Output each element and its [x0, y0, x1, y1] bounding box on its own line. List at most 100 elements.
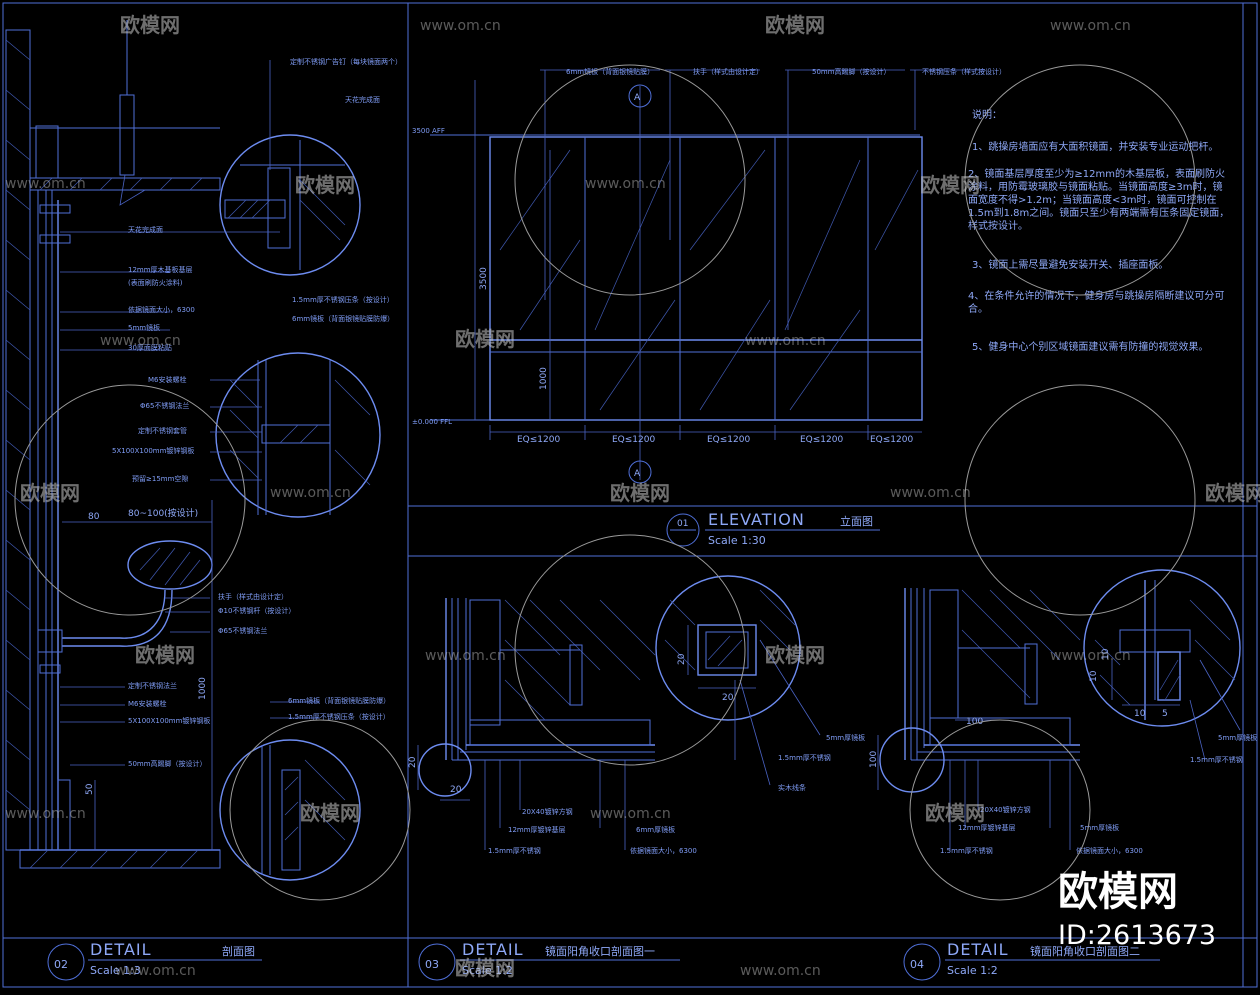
- elev-callout-2: 扶手（样式由设计定）: [693, 67, 763, 76]
- callout-02-17: Φ10不锈钢杆（按设计）: [218, 606, 295, 615]
- elevation-number: 01: [677, 519, 688, 529]
- callout-02-13: 预留≥15mm空隙: [132, 474, 188, 483]
- wm-url-12: www.om.cn: [590, 806, 671, 822]
- callout-02-19: 定制不锈钢法兰: [128, 681, 177, 690]
- bay-2: EQ≤1200: [612, 435, 655, 445]
- bay-5: EQ≤1200: [870, 435, 913, 445]
- detail-02-cn-title: 剖面图: [222, 944, 255, 958]
- callout-03-8: 依据镜面大小，6300: [630, 846, 697, 855]
- callout-02-4: 12mm厚木基板基层: [128, 265, 193, 274]
- wm-url-7: www.om.cn: [270, 485, 351, 501]
- wm-url-3: www.om.cn: [5, 176, 86, 192]
- callout-04-3: 20X40镀锌方钢: [980, 805, 1031, 814]
- wm-url-14: www.om.cn: [740, 963, 821, 979]
- detail-02-title: DETAIL: [90, 940, 152, 959]
- callout-04-5: 5mm厚镜板: [1080, 823, 1119, 832]
- dim-04-4: 5: [1162, 709, 1168, 719]
- dim-02-80-100: 80~100(按设计): [128, 507, 198, 519]
- dim-03-3: 20: [408, 756, 418, 768]
- callout-02-23: 6mm镜板（背面银镜贴膜防爆）: [288, 696, 390, 705]
- wm-url-13: www.om.cn: [115, 963, 196, 979]
- detail-04-title-block: 04 DETAIL 镜面阳角收口剖面图二 Scale 1:2: [903, 940, 1160, 981]
- wm-brand-9: 欧模网: [135, 643, 195, 667]
- callout-02-10: Φ65不锈钢法兰: [140, 401, 189, 410]
- bay-3: EQ≤1200: [707, 435, 750, 445]
- level-bottom: ±0.000 FFL: [412, 418, 452, 426]
- detail-02-number: 02: [54, 958, 68, 971]
- detail-03-title: DETAIL: [462, 940, 524, 959]
- callout-03-7: 1.5mm厚不锈钢: [488, 846, 541, 855]
- wm-brand-11: 欧模网: [300, 801, 360, 825]
- callout-02-2: 天花完成面: [345, 95, 380, 104]
- detail-04-number: 04: [910, 958, 924, 971]
- detail-04-scale: Scale 1:2: [947, 964, 998, 977]
- elevation-labels: 6mm镜板（背面银镜贴膜） 扶手（样式由设计定） 50mm高踢脚（按设计） 不锈…: [412, 67, 1006, 479]
- wm-url-8: www.om.cn: [890, 485, 971, 501]
- section-mark-top: A: [634, 93, 641, 103]
- dim-03-2: 20: [722, 693, 734, 703]
- callout-03-2: 1.5mm厚不锈钢: [778, 753, 831, 762]
- wm-brand-10: 欧模网: [765, 643, 825, 667]
- dim-02-50: 50: [85, 783, 95, 795]
- detail-03-number: 03: [425, 958, 439, 971]
- elev-callout-3: 50mm高踢脚（按设计）: [812, 67, 891, 76]
- note-2: 2、镜面基层厚度至少为≥12mm的木基层板，表面刷防火涂料，用防霉玻璃胶与镜面粘…: [968, 169, 1230, 232]
- wm-brand-6: 欧模网: [20, 481, 80, 505]
- callout-02-7: 5mm镜板: [128, 323, 160, 332]
- dim-02-80: 80: [88, 512, 100, 522]
- callout-02-6: 依据镜面大小，6300: [128, 305, 195, 314]
- wm-url-11: www.om.cn: [5, 806, 86, 822]
- callout-02-20: M6安装螺栓: [128, 699, 167, 708]
- note-4: 4、在条件允许的情况下，健身房与跳操房隔断建议可分可合。: [968, 291, 1225, 315]
- dim-04-2: 10: [1101, 648, 1111, 660]
- wm-url-6: www.om.cn: [745, 333, 826, 349]
- elev-callout-1: 6mm镜板（背面银镜贴膜）: [566, 67, 654, 76]
- bay-1: EQ≤1200: [517, 435, 560, 445]
- callout-03-3: 实木线条: [778, 783, 806, 792]
- callout-02-3: 天花完成面: [128, 225, 163, 234]
- wm-url-10: www.om.cn: [1050, 648, 1131, 664]
- wm-brand-12: 欧模网: [925, 801, 985, 825]
- elevation-cn-title: 立面图: [840, 514, 873, 528]
- callout-04-6: 1.5mm厚不锈钢: [940, 846, 993, 855]
- callout-02-8: 30厚面膜粘贴: [128, 343, 172, 352]
- dim-02-1000: 1000: [198, 677, 208, 700]
- wm-brand-4: 欧模网: [920, 173, 980, 197]
- dim-04-5: 100: [869, 751, 879, 768]
- callout-03-4: 20X40镀锌方钢: [522, 807, 573, 816]
- callout-04-7: 依据镜面大小，6300: [1076, 846, 1143, 855]
- wm-url-1: www.om.cn: [420, 18, 501, 34]
- wm-brand-3: 欧模网: [295, 173, 355, 197]
- callout-02-24: 1.5mm厚不锈钢压条（按设计）: [288, 712, 390, 721]
- height-rail: 1000: [539, 367, 549, 390]
- note-3: 3、镜面上需尽量避免安装开关、插座面板。: [972, 258, 1168, 271]
- level-top: 3500 AFF: [412, 127, 445, 135]
- notes-block: 说明： 1、跳操房墙面应有大面积镜面，并安装专业运动把杆。 2、镜面基层厚度至少…: [968, 108, 1230, 353]
- callout-02-1: 定制不锈钢广告钉（每块镜面两个）: [290, 57, 402, 66]
- dim-03-4: 20: [450, 785, 462, 795]
- callout-04-2: 1.5mm厚不锈钢: [1190, 755, 1243, 764]
- bay-4: EQ≤1200: [800, 435, 843, 445]
- detail-02-callouts: 定制不锈钢广告钉（每块镜面两个） 天花完成面 天花完成面 12mm厚木基板基层 …: [85, 57, 402, 795]
- callout-04-4: 12mm厚镀锌基层: [958, 823, 1016, 832]
- dim-03-1: 20: [677, 653, 687, 665]
- detail-04-title: DETAIL: [947, 940, 1009, 959]
- elevation-title-block: 01 ELEVATION 立面图 Scale 1:30: [666, 510, 880, 547]
- wm-brand-1: 欧模网: [120, 13, 180, 37]
- detail-02-section: [5, 20, 381, 881]
- wm-url-4: www.om.cn: [585, 176, 666, 192]
- wm-brand-5: 欧模网: [455, 327, 515, 351]
- detail-04-section: 5mm厚镜板 1.5mm厚不锈钢 20X40镀锌方钢 12mm厚镀锌基层 5mm…: [869, 569, 1257, 855]
- detail-02-scale: Scale 1:3: [90, 964, 141, 977]
- elevation-scale: Scale 1:30: [708, 534, 766, 547]
- callout-03-1: 5mm厚镜板: [826, 733, 865, 742]
- section-mark-bottom: A: [634, 469, 641, 479]
- callout-02-22: 50mm高踢脚（按设计）: [128, 759, 207, 768]
- callout-02-11: 定制不锈钢套管: [138, 426, 187, 435]
- wm-brand-2: 欧模网: [765, 13, 825, 37]
- callout-02-21: 5X100X100mm镀锌钢板: [128, 716, 210, 725]
- detail-03-cn-title: 镜面阳角收口剖面图一: [545, 944, 655, 958]
- callout-02-5: (表面刷防火涂料): [128, 278, 183, 287]
